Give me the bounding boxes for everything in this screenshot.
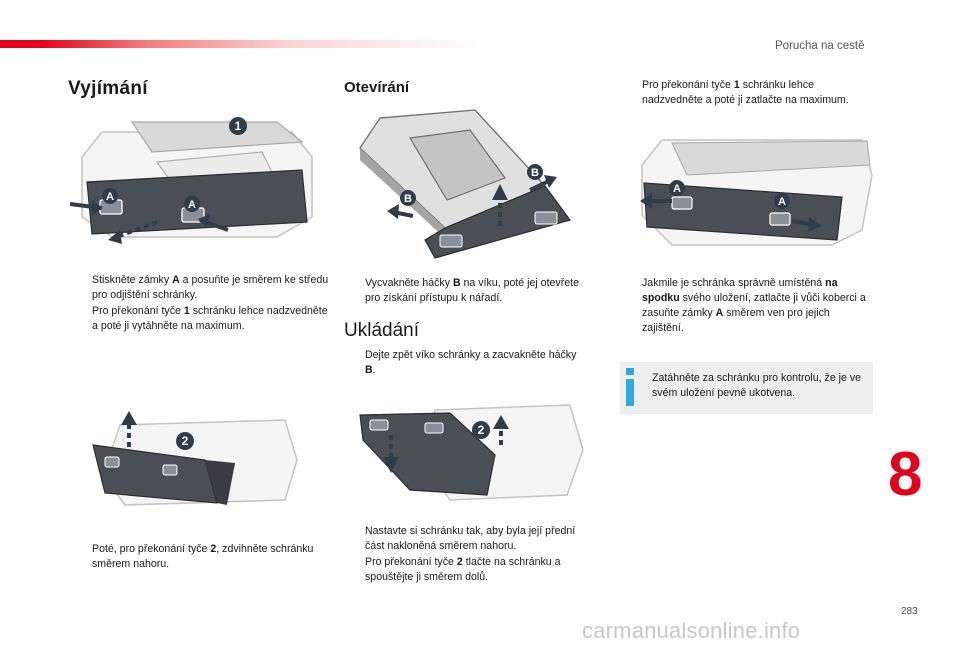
callout-2-removal (176, 432, 194, 450)
callout-2-removal-text: 2 (182, 434, 189, 448)
callout-a-left-text: A (106, 191, 114, 203)
callout-b-left (400, 190, 416, 206)
removal-steps-2: Poté, pro překonání tyče 2, zdvihněte sc… (72, 542, 330, 573)
info-note-text: Zatáhněte za schránku pro kontrolu, že j… (652, 372, 862, 399)
bullet-item: Stiskněte zámky A a posuňte je směrem ke… (72, 273, 330, 303)
callout-a-lock-right (774, 193, 790, 209)
bullet-item: Dejte zpět víko schránky a zacvakněte há… (345, 348, 585, 378)
callout-2-storing-text: 2 (478, 423, 485, 437)
info-note: Zatáhněte za schránku pro kontrolu, že j… (620, 362, 873, 414)
bullet-text: Poté, pro překonání tyče 2, zdvihněte sc… (92, 543, 314, 570)
bullet-text: Pro překonání tyče 1 schránku lehce nadz… (92, 305, 328, 332)
bullet-text: Pro překonání tyče 2 tlačte na schránku … (365, 556, 561, 583)
callout-a-right-text: A (188, 199, 196, 211)
bullet-item: Nastavte si schránku tak, aby byla její … (345, 524, 585, 554)
bullet-item: Vycvakněte háčky B na víku, poté jej ote… (345, 276, 585, 306)
figure-removal-unlock: A A 1 (69, 117, 313, 244)
bullet-text: Jakmile je schránka správně umístěná na … (642, 277, 866, 334)
bullet-item: Poté, pro překonání tyče 2, zdvihněte sc… (72, 542, 330, 572)
title-vyjimani: Vyjímání (68, 78, 148, 99)
callout-b-left-text: B (404, 193, 412, 205)
callout-a-right (184, 196, 200, 212)
bullet-text: Pro překonání tyče 1 schránku lehce nadz… (642, 79, 849, 106)
storing-steps-2: Nastavte si schránku tak, aby byla její … (345, 524, 585, 586)
figure-storing: 2 (359, 404, 584, 501)
section-name: Porucha na cestě (775, 40, 865, 52)
figure-removal-lift: 2 (92, 411, 298, 506)
storing-steps-1: Dejte zpět víko schránky a zacvakněte há… (345, 348, 585, 379)
callout-1-text: 1 (235, 119, 242, 133)
opening-steps: Vycvakněte háčky B na víku, poté jej ote… (345, 276, 585, 307)
info-icon (626, 368, 634, 406)
figure-opening: B B (359, 109, 571, 259)
bullet-item: Pro překonání tyče 1 schránku lehce nadz… (72, 304, 330, 334)
title-ukladani: Ukládání (344, 320, 419, 341)
bullet-item: Jakmile je schránka správně umístěná na … (622, 276, 872, 336)
bullet-text: Dejte zpět víko schránky a zacvakněte há… (365, 349, 577, 376)
locking-steps: Jakmile je schránka správně umístěná na … (622, 276, 872, 337)
callout-b-right-text: B (531, 167, 539, 179)
callout-2-storing (472, 421, 490, 439)
bullet-text: Vycvakněte háčky B na víku, poté jej ote… (365, 277, 579, 304)
header-accent-bar (0, 40, 480, 48)
watermark: carmanualsonline.info (582, 618, 801, 643)
callout-1 (229, 117, 247, 135)
callout-a-lock-left-text: A (673, 183, 681, 195)
bullet-item: Pro překonání tyče 2 tlačte na schránku … (345, 555, 585, 585)
bullet-item: Pro překonání tyče 1 schránku lehce nadz… (622, 78, 872, 108)
title-otevirani: Otevírání (344, 79, 410, 96)
storing-steps-3: Pro překonání tyče 1 schránku lehce nadz… (622, 78, 872, 109)
figure-storing-lock: A A (640, 139, 873, 246)
callout-a-left (102, 188, 118, 204)
callout-a-lock-left (669, 180, 685, 196)
removal-steps-1: Stiskněte zámky A a posuňte je směrem ke… (72, 273, 330, 335)
callout-b-right (527, 164, 543, 180)
bullet-text: Nastavte si schránku tak, aby byla její … (365, 525, 576, 552)
callout-a-lock-right-text: A (778, 196, 786, 208)
bullet-text: Stiskněte zámky A a posuňte je směrem ke… (92, 274, 329, 301)
chapter-number: 8 (888, 440, 923, 509)
page-number: 283 (901, 606, 918, 617)
